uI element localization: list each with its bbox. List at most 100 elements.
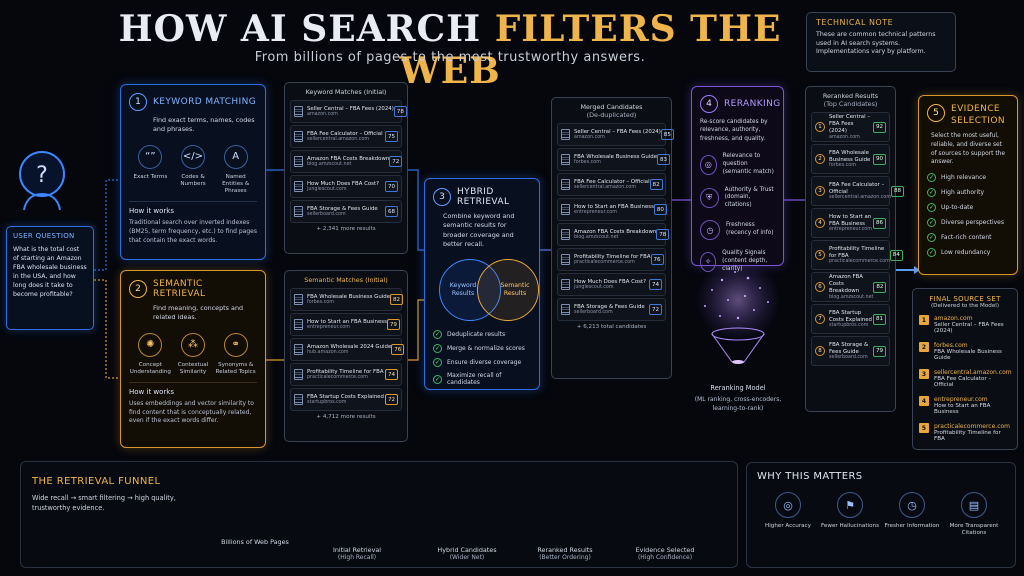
rerank-factor-label: Freshness bbox=[726, 222, 755, 229]
check-icon: ✓ bbox=[927, 217, 936, 227]
check-label: Deduplicate results bbox=[447, 331, 506, 339]
final-source-number: 3 bbox=[919, 369, 929, 379]
funnel-stage-4-sub: (Better Ordering) bbox=[539, 554, 591, 561]
exact-terms-label: Exact Terms bbox=[133, 173, 168, 180]
rerank-factor-icon: ✧ bbox=[700, 251, 717, 272]
document-icon bbox=[294, 394, 303, 405]
check-icon: ✓ bbox=[433, 330, 442, 340]
why-citations-label: More Transparent Citations bbox=[949, 523, 999, 537]
hybrid-description: Combine keyword and semantic results for… bbox=[443, 212, 515, 248]
result-title: Seller Central – FBA Fees (2024) bbox=[574, 129, 661, 135]
keyword-matches-heading: Keyword Matches (Initial) bbox=[305, 88, 387, 96]
result-domain: junglescout.com bbox=[307, 187, 347, 192]
link-icon: ⚭ bbox=[223, 332, 248, 357]
result-score: 72 bbox=[389, 156, 403, 167]
result-domain: forbes.com bbox=[574, 160, 601, 165]
step-number-5: 5 bbox=[927, 104, 945, 122]
ranked-score: 88 bbox=[891, 185, 905, 197]
result-title: Amazon FBA Costs Breakdown bbox=[307, 156, 390, 162]
final-source-number: 4 bbox=[919, 396, 929, 406]
quote-icon: “” bbox=[138, 144, 163, 169]
rerank-factor-sub: (semantic match) bbox=[722, 168, 774, 175]
funnel-stage-5-label: Evidence Selected bbox=[635, 546, 695, 554]
result-title: Amazon Wholesale 2024 Guide bbox=[307, 344, 392, 350]
concept-understanding-item: ✺Concept Understanding bbox=[129, 332, 172, 377]
result-score: 78 bbox=[656, 229, 670, 240]
page-subtitle: From billions of pages to the most trust… bbox=[254, 50, 646, 65]
evidence-description: Select the most useful, reliable, and di… bbox=[931, 133, 1005, 166]
result-title: How Much Does FBA Cost? bbox=[574, 279, 646, 285]
evidence-selection-title: EVIDENCE SELECTION bbox=[951, 104, 1005, 126]
rerank-factor-sub: (domain, citations) bbox=[724, 194, 752, 209]
result-score: 76 bbox=[391, 344, 405, 355]
funnel-stage-1: Billions of Web Pages bbox=[200, 538, 310, 546]
final-source-subheading: (Delivered to the Model) bbox=[930, 303, 1000, 309]
document-icon bbox=[294, 369, 303, 380]
check-icon: ✓ bbox=[433, 374, 442, 384]
result-score: 80 bbox=[653, 204, 667, 215]
user-question-box: USER QUESTION What is the total cost of … bbox=[6, 226, 94, 330]
result-title: FBA Storage & Fees Guide bbox=[574, 304, 645, 310]
result-score: 83 bbox=[657, 154, 671, 165]
check-item: ✓Up-to-date bbox=[927, 202, 1009, 212]
why-item-hallucinations: ⚑Fewer Hallucinations bbox=[819, 492, 881, 538]
check-item: ✓High authority bbox=[927, 187, 1009, 197]
semantic-retrieval-title: SEMANTIC RETRIEVAL bbox=[153, 279, 206, 299]
result-domain: blog.amzscout.net bbox=[307, 162, 352, 167]
result-score: 79 bbox=[386, 319, 400, 330]
reranking-description: Re-score candidates by relevance, author… bbox=[700, 119, 768, 142]
rank-number: 6 bbox=[815, 282, 825, 292]
funnel-stage-1-label: Billions of Web Pages bbox=[221, 538, 289, 546]
document-icon bbox=[294, 131, 303, 142]
letter-a-icon: A bbox=[223, 144, 248, 169]
funnel-stage-4: Reranked Results(Better Ordering) bbox=[510, 546, 620, 561]
why-heading: WHY THIS MATTERS bbox=[757, 471, 863, 482]
check-icon: ✓ bbox=[433, 358, 442, 368]
retrieval-funnel-text: Wide recall → smart filtering → high qua… bbox=[32, 494, 176, 512]
rerank-factor-sub: (recency of info) bbox=[726, 230, 774, 237]
check-label: High authority bbox=[941, 188, 985, 196]
why-fresher-label: Fresher Information bbox=[884, 523, 940, 529]
funnel-stage-2-label: Initial Retrieval bbox=[332, 546, 382, 554]
semantic-matches-heading: Semantic Matches (Initial) bbox=[304, 276, 388, 284]
ranked-score: 86 bbox=[873, 217, 886, 229]
keyword-matching-title: KEYWORD MATCHING bbox=[153, 97, 257, 107]
semantic-retrieval-description: Find meaning, concepts and related ideas… bbox=[153, 304, 244, 322]
result-title: Profitability Timeline for FBA bbox=[574, 254, 651, 260]
document-icon bbox=[294, 106, 303, 117]
synonyms-item: ⚭Synonyms & Related Topics bbox=[214, 332, 257, 377]
contextual-similarity-label: Contextual Similarity bbox=[177, 361, 209, 375]
ranked-score: 92 bbox=[873, 121, 886, 133]
document-icon bbox=[294, 206, 303, 217]
technical-note-body: These are common technical patterns used… bbox=[816, 31, 936, 55]
final-source-title: FBA Wholesale Business Guide bbox=[934, 349, 1002, 361]
final-source-title: Profitability Timeline for FBA bbox=[934, 430, 1001, 442]
ranked-domain: blog.amzscout.net bbox=[829, 294, 874, 300]
ranked-domain: sellerboard.com bbox=[829, 355, 868, 361]
result-title: FBA Wholesale Business Guide bbox=[574, 154, 658, 160]
check-label: Maximize recall of candidates bbox=[447, 372, 502, 387]
check-label: Up-to-date bbox=[941, 203, 974, 211]
rank-number: 5 bbox=[815, 250, 825, 260]
merged-heading: Merged Candidates bbox=[580, 103, 643, 111]
ranked-title: FBA Startup Costs Explained bbox=[829, 309, 872, 323]
venn-semantic-results: Semantic Results bbox=[477, 259, 539, 322]
semantic-how-heading: How it works bbox=[129, 388, 174, 397]
result-score: 74 bbox=[385, 369, 398, 380]
reranking-model-heading: Reranking Model bbox=[710, 384, 766, 392]
document-icon bbox=[561, 229, 570, 240]
reranking-panel: 4 RERANKING Re-score candidates by relev… bbox=[691, 86, 784, 272]
ranked-domain: amazon.com bbox=[829, 134, 860, 140]
document-icon bbox=[294, 181, 303, 192]
reranked-subheading: (Top Candidates) bbox=[823, 100, 878, 108]
why-item-fresher: ◷Fresher Information bbox=[881, 492, 943, 538]
